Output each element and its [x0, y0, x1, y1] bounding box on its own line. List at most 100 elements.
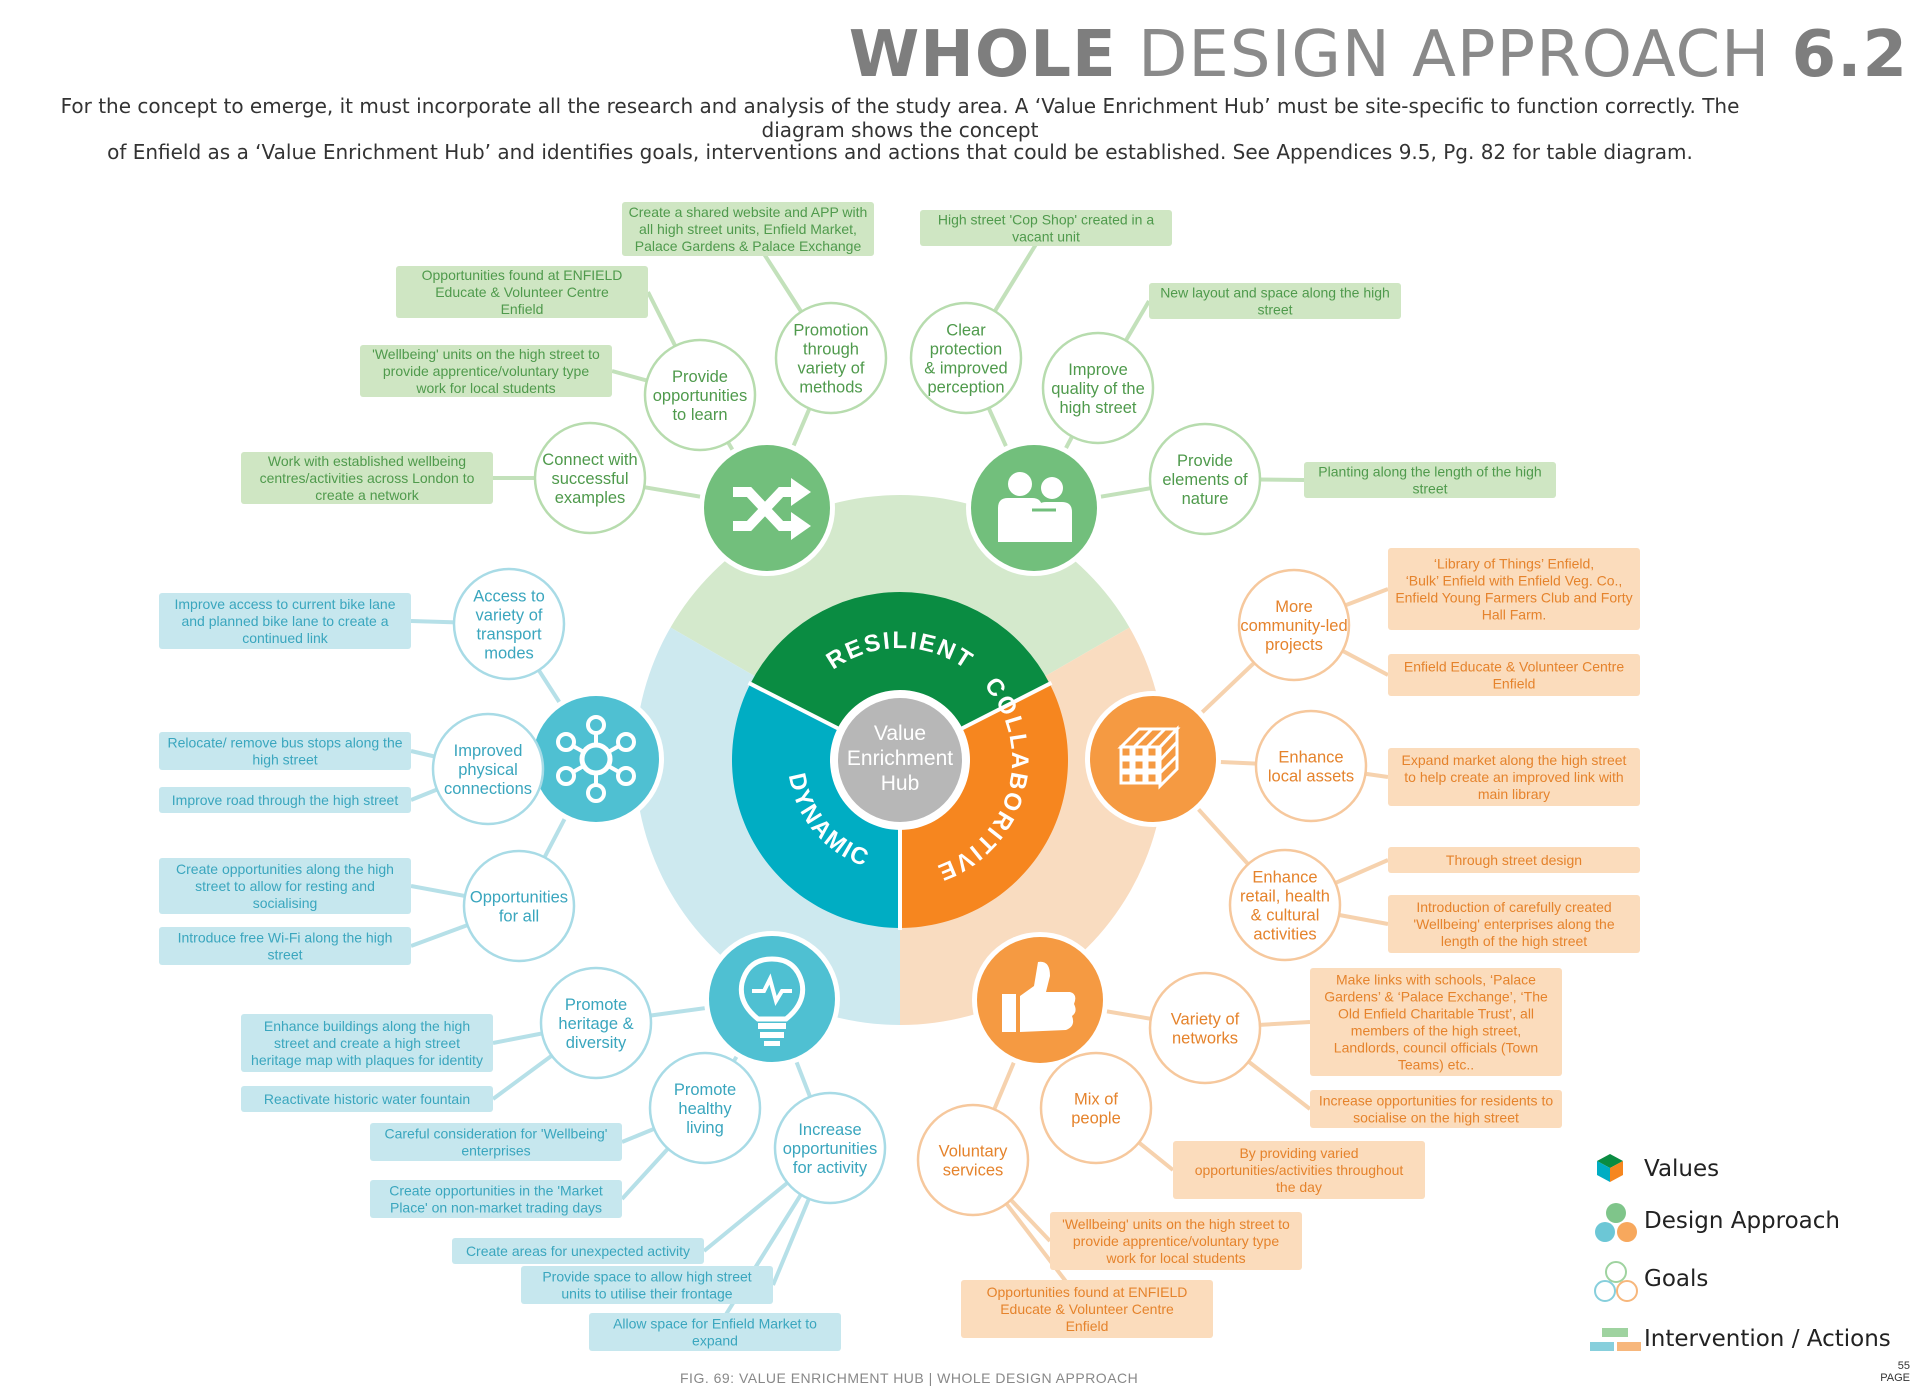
goal-circle [539, 966, 653, 1080]
goal-label-line: Increase [798, 1121, 861, 1139]
action-label-line: create a network [315, 487, 419, 503]
goal-label-line: for activity [793, 1159, 868, 1177]
action-label-line: Create a shared website and APP with [629, 204, 868, 220]
action-a13: Make links with schools, ‘PalaceGardens’… [1310, 968, 1562, 1076]
goal-label-line: Enhance [1252, 869, 1317, 887]
goal-label-line: quality of the [1051, 380, 1145, 398]
approach-circle [709, 936, 835, 1062]
action-label-line: Enfield Young Farmers Club and Forty [1395, 590, 1632, 606]
action-label-line: Landlords, council officials (Town [1334, 1040, 1538, 1056]
goal-circle [643, 338, 757, 452]
action-label-line: Create opportunities along the high [176, 861, 394, 877]
action-label-line: Enfield [1066, 1318, 1109, 1334]
action-a23: Provide space to allow high streetunits … [521, 1266, 773, 1304]
action-box [1388, 895, 1640, 953]
shuffle-arrow [791, 512, 811, 540]
action-label-line: 'Wellbeing' units on the high street to [372, 346, 600, 362]
action-a29: Introduce free Wi-Fi along the highstree… [159, 927, 411, 965]
value-divider [747, 681, 841, 731]
action-box [1310, 968, 1562, 1076]
goal-circle [452, 567, 566, 681]
action-label-line: Increase opportunities for residents to [1319, 1093, 1553, 1109]
action-box [622, 202, 874, 256]
goal-circle [909, 301, 1023, 415]
action-label-line: Create areas for unexpected activity [466, 1243, 690, 1259]
action-label-line: centres/activities across London to [260, 470, 475, 486]
goal-label-line: community-led [1240, 617, 1347, 635]
goal-circle [1237, 568, 1351, 682]
action-label-line: and planned bike lane to create a [181, 613, 388, 629]
legend-design-approach: Design Approach [1590, 1200, 1890, 1246]
lightbulb-icon [704, 931, 840, 1067]
action-label-line: Teams) etc.. [1398, 1057, 1474, 1073]
goal-label-line: diversity [566, 1034, 627, 1052]
action-box [1173, 1141, 1425, 1199]
person-body [998, 498, 1042, 542]
action-a20: Careful consideration for 'Wellbeing'ent… [370, 1123, 622, 1161]
figure-caption: FIG. 69: VALUE ENRICHMENT HUB | WHOLE DE… [680, 1370, 1139, 1386]
action-label-line: work for local students [415, 380, 555, 396]
goal-circle [774, 301, 888, 415]
cube-cell [1119, 758, 1133, 772]
action-box [920, 210, 1172, 246]
goal-label-line: modes [484, 645, 534, 663]
thumbs-up-icon [972, 932, 1108, 1068]
page-title-bold: WHOLE [848, 18, 1117, 92]
action-label-line: all high street units, Enfield Market, [639, 221, 857, 237]
action-label-line: Improve access to current bike lane [175, 596, 396, 612]
person-head [1008, 472, 1032, 496]
goal-label-line: examples [555, 489, 626, 507]
network-node [556, 766, 576, 786]
action-label-line: Make links with schools, ‘Palace [1336, 972, 1536, 988]
action-box [370, 1180, 622, 1218]
goal-circle [533, 421, 647, 535]
goal-label-line: Enhance [1278, 749, 1343, 767]
goal-circle [648, 1051, 762, 1165]
section-number: 6.2 [1791, 18, 1908, 92]
action-label-line: Educate & Volunteer Centre [1000, 1301, 1174, 1317]
cube-cell [1145, 771, 1159, 785]
action-label-line: Through street design [1446, 852, 1582, 868]
goal-label-line: Promote [674, 1081, 736, 1099]
action-box [1388, 847, 1640, 873]
bulb-base [760, 1032, 784, 1038]
cube-cell [1132, 771, 1146, 785]
action-label-line: High street 'Cop Shop' created in a [938, 212, 1154, 228]
goal-label-line: high street [1059, 399, 1136, 417]
dynamic-band [635, 627, 900, 1025]
action-label-line: Enfield [501, 301, 544, 317]
goal-label-line: perception [927, 379, 1004, 397]
goal-label-line: Opportunities [470, 889, 568, 907]
action-a7: Planting along the length of the highstr… [1304, 462, 1556, 498]
goal-label-line: projects [1265, 636, 1323, 654]
action-label-line: Work with established wellbeing [268, 453, 466, 469]
action-label-line: heritage map with plaques for identity [251, 1052, 483, 1068]
action-label-line: Allow space for Enfield Market to [613, 1316, 817, 1332]
action-box [241, 452, 493, 504]
action-a16: 'Wellbeing' units on the high street top… [1050, 1212, 1302, 1270]
goal-label-line: Connect with [542, 451, 637, 469]
goal-label-line: people [1071, 1110, 1121, 1128]
legend-interventions-label: Intervention / Actions [1644, 1326, 1891, 1352]
action-a26: Relocate/ remove bus stops along thehigh… [159, 732, 411, 770]
goal-label-line: Provide [672, 368, 728, 386]
action-label-line: Palace Gardens & Palace Exchange [635, 238, 862, 254]
action-label-line: socialising [253, 895, 318, 911]
action-label-line: Careful consideration for 'Wellbeing' [385, 1126, 608, 1142]
goal-label-line: Improved [454, 742, 523, 760]
action-a6: New layout and space along the highstree… [1149, 283, 1401, 319]
goal-label-line: Improve [1068, 361, 1128, 379]
hub-label-line: Hub [881, 772, 920, 795]
legend-interventions: Intervention / Actions [1590, 1318, 1891, 1364]
action-box [1050, 1212, 1302, 1270]
action-label-line: members of the high street, [1351, 1023, 1521, 1039]
legend-design-approach-label: Design Approach [1644, 1208, 1840, 1234]
